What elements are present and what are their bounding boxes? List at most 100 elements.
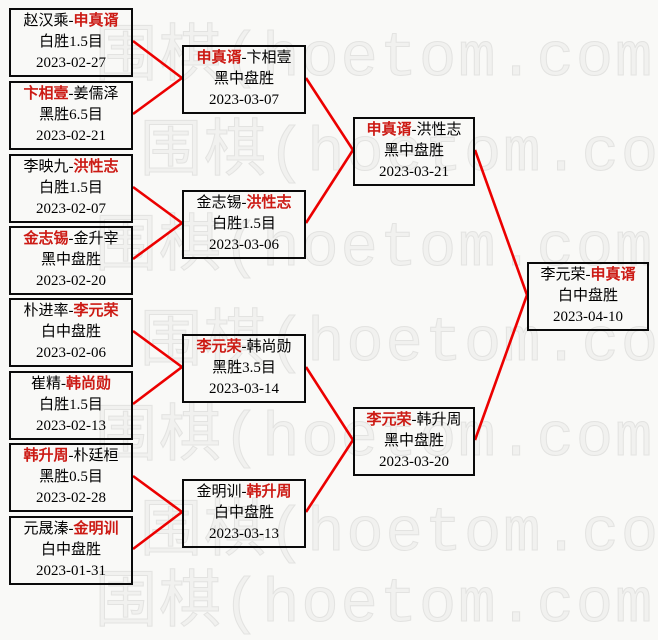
connector-line (132, 510, 183, 551)
match-date: 2023-03-21 (379, 164, 449, 180)
match-date: 2023-03-13 (209, 526, 279, 542)
match-date: 2023-01-31 (36, 563, 106, 579)
bracket-connector-lines (132, 39, 529, 551)
player2-name: 姜儒泽 (73, 86, 119, 102)
connector-line (473, 149, 529, 296)
player1-name: 金明训 (196, 484, 242, 500)
match-date: 2023-02-20 (36, 273, 106, 289)
vs-dash: - (241, 50, 247, 66)
match-players: 李映九-洪性志 (11, 157, 131, 178)
connector-line (132, 76, 183, 116)
connector-line (132, 474, 183, 514)
match-players: 李元荣-韩尚勋 (184, 337, 304, 358)
match-players: 李元荣-韩升周 (355, 410, 473, 431)
match-players: 卞相壹-姜儒泽 (11, 84, 131, 105)
connector-line (473, 294, 529, 441)
player2-name: 卞相壹 (246, 50, 292, 66)
player1-name: 金志锡 (23, 231, 69, 247)
match-result: 黑胜0.5目 (39, 469, 103, 485)
player1-name: 赵汉乘 (23, 13, 69, 29)
match-result: 黑胜3.5目 (212, 360, 276, 376)
player2-name: 洪性志 (73, 159, 119, 175)
match-date: 2023-02-28 (36, 490, 106, 506)
player2-name: 申真谞 (73, 13, 119, 29)
player2-name: 朴廷桓 (73, 448, 119, 464)
match-date: 2023-03-06 (209, 237, 279, 253)
player1-name: 李元荣 (196, 339, 242, 355)
player2-name: 洪性志 (246, 195, 292, 211)
player1-name: 李元荣 (366, 412, 412, 428)
match-result: 白中盘胜 (40, 324, 101, 340)
player1-name: 申真谞 (366, 122, 412, 138)
match-players: 元晟溱-金明训 (11, 519, 131, 540)
match-players: 金志锡-洪性志 (184, 193, 304, 214)
match-result: 白胜1.5目 (39, 397, 103, 413)
connector-line (132, 329, 183, 369)
player1-name: 李元荣 (540, 267, 586, 283)
match-box-sf-1: 申真谞-洪性志 黑中盘胜 2023-03-21 (353, 117, 475, 186)
match-box-r1-2: 卞相壹-姜儒泽 黑胜6.5目 2023-02-21 (9, 81, 133, 150)
vs-dash: - (68, 231, 74, 247)
connector-line (304, 366, 355, 441)
vs-dash: - (411, 122, 417, 138)
vs-dash: - (68, 86, 74, 102)
match-players: 李元荣-申真谞 (529, 265, 647, 286)
match-box-r2-2: 金志锡-洪性志 白胜1.5目 2023-03-06 (182, 190, 306, 259)
match-players: 申真谞-洪性志 (355, 120, 473, 141)
match-date: 2023-03-14 (209, 381, 279, 397)
match-box-r1-8: 元晟溱-金明训 白中盘胜 2023-01-31 (9, 516, 133, 585)
match-result: 黑中盘胜 (383, 433, 444, 449)
connector-line (304, 149, 355, 224)
player2-name: 洪性志 (416, 122, 462, 138)
player1-name: 崔精 (30, 376, 61, 392)
player1-name: 申真谞 (196, 50, 242, 66)
match-box-r2-3: 李元荣-韩尚勋 黑胜3.5目 2023-03-14 (182, 334, 306, 403)
connector-line (132, 365, 183, 406)
vs-dash: - (241, 339, 247, 355)
player2-name: 韩升周 (416, 412, 462, 428)
match-date: 2023-04-10 (553, 309, 623, 325)
match-result: 白胜1.5目 (212, 216, 276, 232)
connector-line (132, 221, 183, 261)
match-date: 2023-02-07 (36, 201, 106, 217)
player2-name: 李元荣 (73, 303, 119, 319)
match-result: 黑中盘胜 (383, 143, 444, 159)
match-players: 韩升周-朴廷桓 (11, 446, 131, 467)
player1-name: 金志锡 (196, 195, 242, 211)
player1-name: 韩升周 (23, 448, 69, 464)
connector-line (304, 77, 355, 151)
match-box-r1-3: 李映九-洪性志 白胜1.5目 2023-02-07 (9, 154, 133, 223)
vs-dash: - (411, 412, 417, 428)
connector-line (304, 439, 355, 513)
match-box-r2-1: 申真谞-卞相壹 黑中盘胜 2023-03-07 (182, 45, 306, 114)
match-date: 2023-02-13 (36, 418, 106, 434)
match-result: 黑中盘胜 (213, 71, 274, 87)
match-box-final: 李元荣-申真谞 白中盘胜 2023-04-10 (527, 262, 649, 331)
player1-name: 元晟溱 (23, 521, 69, 537)
match-result: 黑胜6.5目 (39, 107, 103, 123)
match-result: 白胜1.5目 (39, 34, 103, 50)
match-box-r1-5: 朴进率-李元荣 白中盘胜 2023-02-06 (9, 298, 133, 367)
player2-name: 韩尚勋 (246, 339, 292, 355)
match-players: 朴进率-李元荣 (11, 301, 131, 322)
match-box-r2-4: 金明训-韩升周 白中盘胜 2023-03-13 (182, 479, 306, 548)
vs-dash: - (585, 267, 591, 283)
player2-name: 金升宰 (73, 231, 119, 247)
connector-line (132, 185, 183, 225)
match-result: 白中盘胜 (40, 542, 101, 558)
player1-name: 朴进率 (23, 303, 69, 319)
player1-name: 卞相壹 (23, 86, 69, 102)
match-box-r1-4: 金志锡-金升宰 黑中盘胜 2023-02-20 (9, 226, 133, 295)
match-result: 黑中盘胜 (40, 252, 101, 268)
vs-dash: - (68, 303, 74, 319)
match-players: 金志锡-金升宰 (11, 229, 131, 250)
match-result: 白中盘胜 (213, 505, 274, 521)
match-box-sf-2: 李元荣-韩升周 黑中盘胜 2023-03-20 (353, 407, 475, 476)
match-date: 2023-02-21 (36, 128, 106, 144)
vs-dash: - (68, 159, 74, 175)
vs-dash: - (241, 484, 247, 500)
match-result: 白胜1.5目 (39, 180, 103, 196)
match-players: 崔精-韩尚勋 (11, 374, 131, 395)
match-date: 2023-03-20 (379, 454, 449, 470)
match-box-r1-1: 赵汉乘-申真谞 白胜1.5目 2023-02-27 (9, 8, 133, 77)
